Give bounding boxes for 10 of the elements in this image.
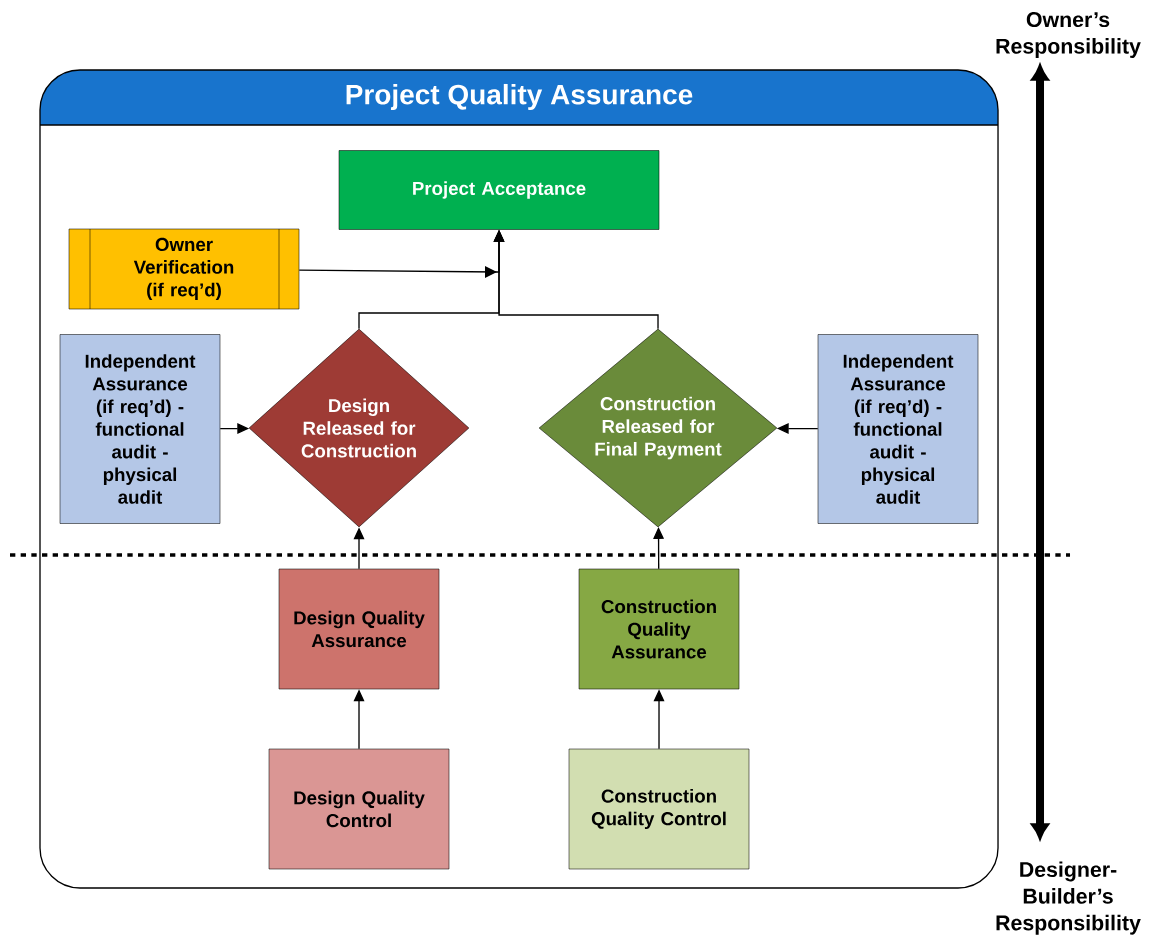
note-box: Independent Assurance (if req’d) - functional audit -physical audit: [59, 334, 221, 524]
axis-label: Designer-Builder’s Responsibility: [996, 861, 1141, 935]
process-box: Construction Quality Control: [568, 748, 750, 870]
process-box: Project Acceptance: [338, 150, 660, 230]
process-box: Design Quality Assurance: [278, 568, 440, 690]
process-box: Design Quality Control: [268, 748, 450, 870]
process-box: Owner Verification (if req’d): [68, 228, 300, 310]
process-box: Construction Quality Assurance: [578, 568, 740, 690]
axis-label: Owner’s Responsibility: [996, 12, 1141, 58]
note-box: Independent Assurance (if req’d) - functional audit -physical audit: [817, 334, 979, 524]
